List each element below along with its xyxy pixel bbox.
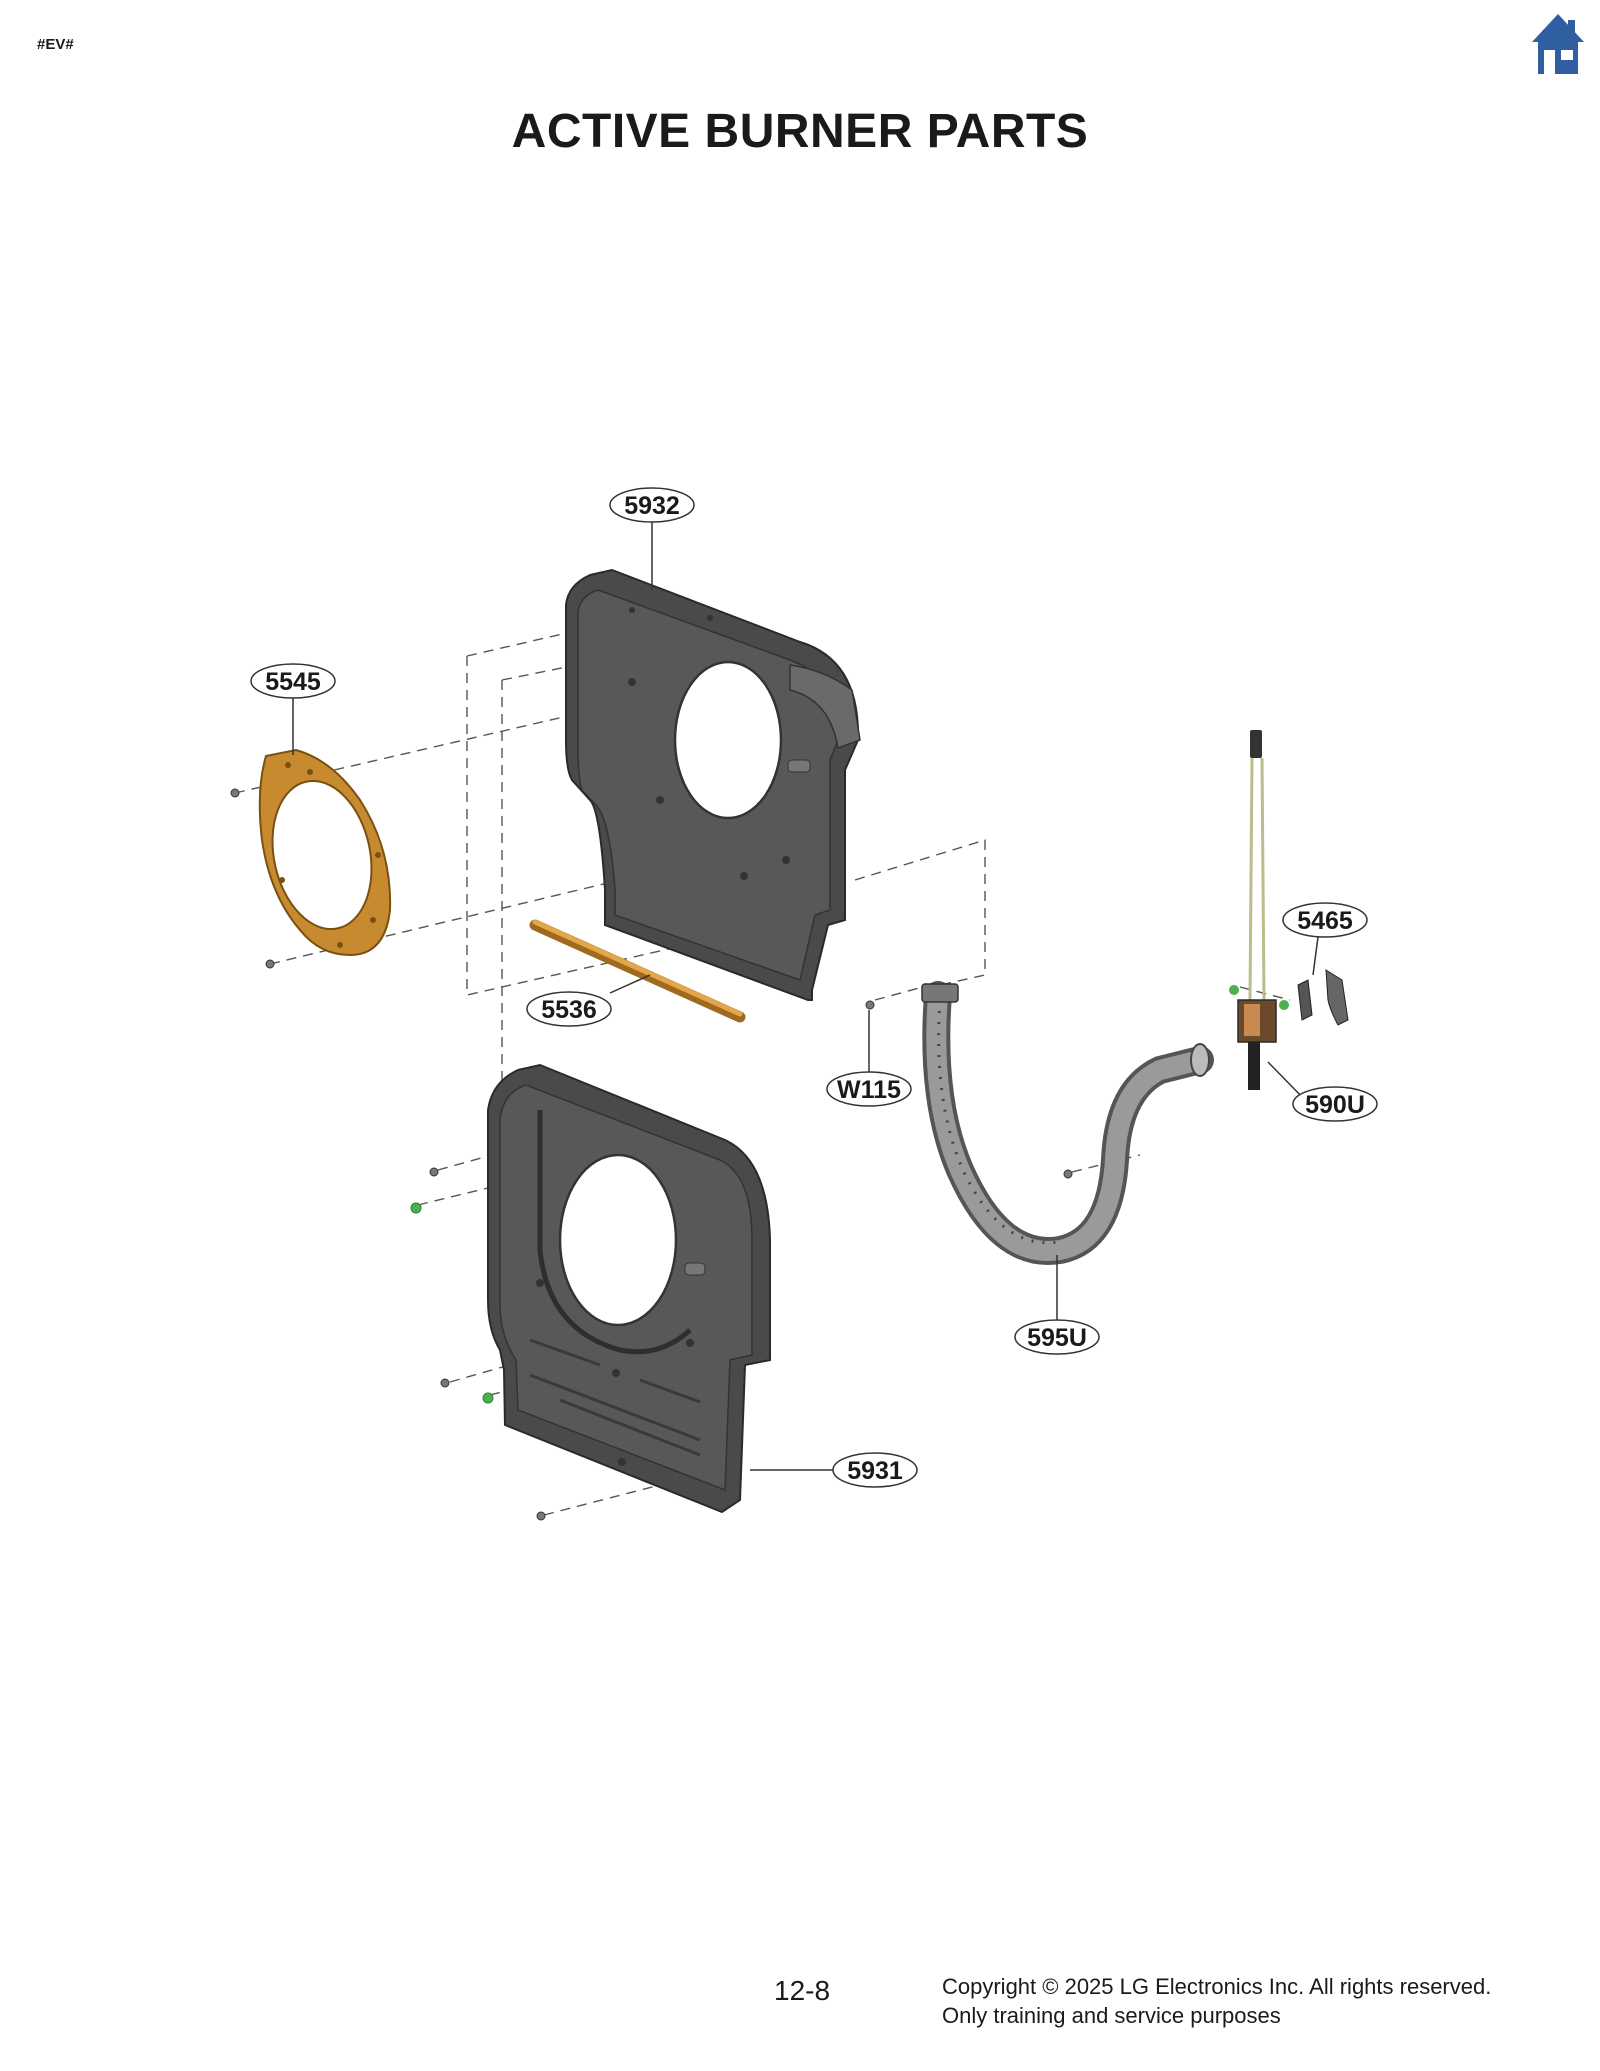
callout-5932: 5932 [609, 487, 695, 523]
callout-595U: 595U [1014, 1319, 1100, 1355]
svg-text:5545: 5545 [265, 668, 321, 696]
callout-5536: 5536 [526, 991, 612, 1027]
burner-bracket-part [258, 748, 392, 957]
svg-text:595U: 595U [1027, 1324, 1087, 1352]
burner-rod-part [529, 919, 746, 1023]
burner-tube-part [921, 981, 1214, 1265]
copyright-notice: Copyright © 2025 LG Electronics Inc. All… [942, 1972, 1491, 2030]
svg-text:5932: 5932 [624, 492, 680, 520]
page-title: ACTIVE BURNER PARTS [511, 105, 1089, 158]
callout-5931: 5931 [832, 1452, 918, 1488]
screws [230, 788, 1073, 1521]
callout-W115: W115 [826, 1071, 912, 1107]
lower-burner-panel-part [487, 1063, 771, 1514]
igniter-part [1229, 730, 1289, 1090]
svg-text:5536: 5536 [541, 996, 597, 1024]
svg-text:590U: 590U [1305, 1091, 1365, 1119]
callout-590U: 590U [1292, 1086, 1378, 1122]
svg-text:W115: W115 [837, 1076, 901, 1104]
home-icon[interactable] [1530, 12, 1586, 78]
svg-text:5931: 5931 [847, 1457, 903, 1485]
callout-5465: 5465 [1282, 902, 1368, 938]
igniter-shield-part [1297, 969, 1349, 1026]
page-number: 12-8 [774, 1975, 831, 2006]
copyright-line-2: Only training and service purposes [942, 2003, 1281, 2028]
copyright-line-1: Copyright © 2025 LG Electronics Inc. All… [942, 1974, 1492, 1999]
svg-text:5465: 5465 [1297, 907, 1353, 935]
callout-5545: 5545 [250, 663, 336, 699]
document-tag: #EV# [37, 36, 74, 53]
upper-burner-panel-part [565, 568, 861, 1001]
